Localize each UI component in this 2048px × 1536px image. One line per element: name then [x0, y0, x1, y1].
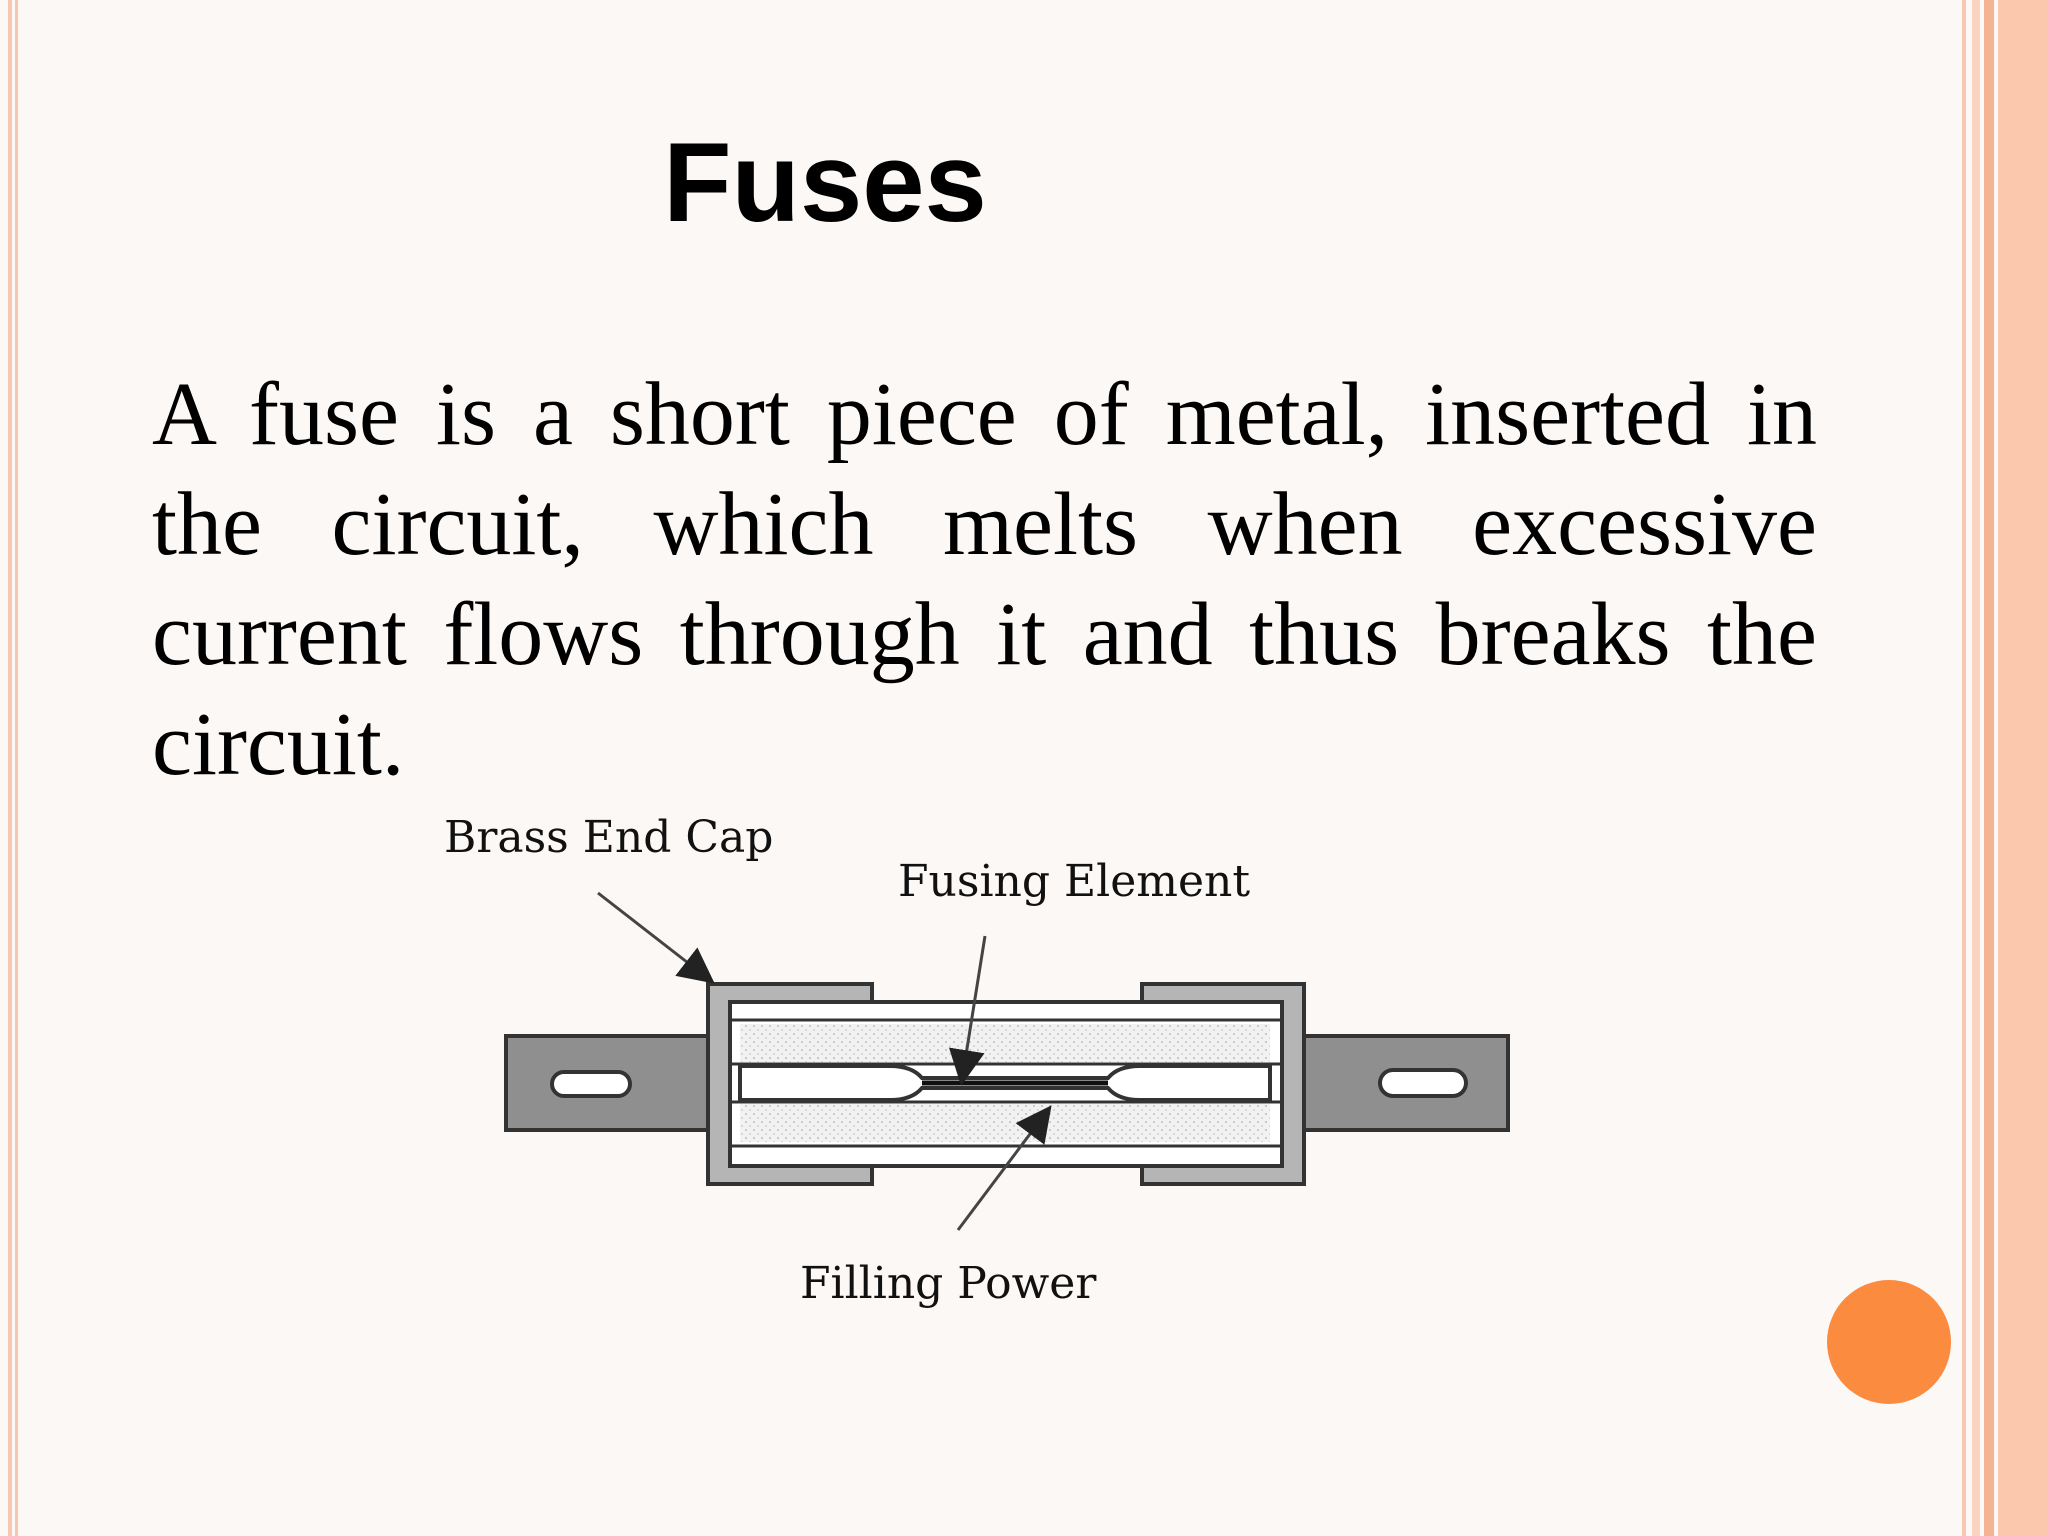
brass-end-cap-arrow [597, 891, 715, 984]
fusing-element-label: Fusing Element [898, 856, 1250, 907]
slide-body-text: A fuse is a short piece of metal, insert… [152, 365, 1817, 794]
decorative-stripe [1972, 0, 1980, 1536]
left-terminal-slot [550, 1070, 632, 1098]
decorative-stripe [1984, 0, 1994, 1536]
decorative-stripe [8, 0, 12, 1536]
filling-power-label: Filling Power [800, 1258, 1097, 1309]
right-terminal-slot [1378, 1068, 1468, 1098]
decorative-stripe [1962, 0, 1966, 1536]
filling-power-arrow [956, 1105, 1052, 1231]
decorative-stripe [1998, 0, 2048, 1536]
brass-end-cap-label: Brass End Cap [444, 812, 773, 863]
fusing-element-arrow [948, 935, 987, 1086]
filling-powder-bottom [740, 1104, 1270, 1142]
decorative-stripe [15, 0, 18, 1536]
slide-title: Fuses [663, 120, 987, 245]
filling-powder-top [740, 1024, 1270, 1062]
accent-dot [1827, 1280, 1951, 1404]
